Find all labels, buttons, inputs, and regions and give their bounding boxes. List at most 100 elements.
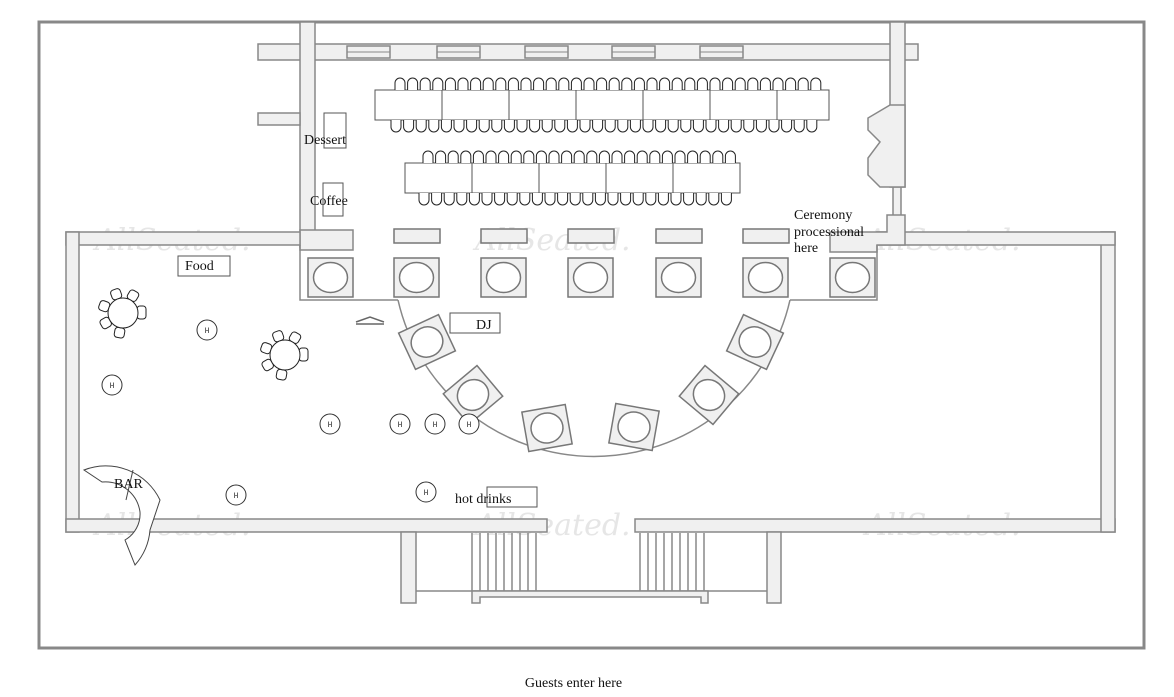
chair bbox=[730, 120, 742, 133]
banquet-table bbox=[709, 89, 778, 121]
chair bbox=[629, 120, 641, 133]
chair bbox=[569, 193, 581, 206]
chair bbox=[415, 120, 427, 133]
chair bbox=[481, 193, 493, 206]
bar-counter bbox=[82, 465, 161, 566]
banquet-table bbox=[538, 162, 607, 194]
chair bbox=[470, 77, 482, 90]
chair bbox=[594, 193, 606, 206]
chair bbox=[468, 193, 480, 206]
chair bbox=[531, 193, 543, 206]
head-table bbox=[567, 228, 615, 244]
chair bbox=[557, 193, 569, 206]
chair bbox=[645, 193, 657, 206]
chair bbox=[743, 120, 755, 133]
chair bbox=[440, 120, 452, 133]
caret-marker bbox=[355, 316, 385, 325]
round-table bbox=[617, 411, 651, 443]
chair bbox=[418, 193, 430, 206]
chair bbox=[498, 150, 510, 163]
banquet-table bbox=[471, 162, 540, 194]
chair bbox=[519, 193, 531, 206]
banquet-table bbox=[642, 89, 711, 121]
round-table bbox=[485, 261, 522, 294]
highboy-table bbox=[101, 374, 123, 396]
chair bbox=[545, 77, 557, 90]
chair bbox=[692, 120, 704, 133]
head-table bbox=[480, 228, 528, 244]
food-label: Food bbox=[185, 259, 214, 274]
head-table bbox=[393, 228, 441, 244]
banquet-table bbox=[776, 89, 830, 121]
round-table bbox=[572, 261, 609, 294]
round-table bbox=[456, 378, 490, 412]
label-boxes bbox=[177, 112, 538, 508]
chair bbox=[598, 150, 610, 163]
chair bbox=[633, 77, 645, 90]
chair bbox=[466, 120, 478, 133]
chair bbox=[617, 120, 629, 133]
chair bbox=[670, 193, 682, 206]
dessert-label: Dessert bbox=[304, 133, 346, 148]
round-table bbox=[738, 326, 772, 358]
chair bbox=[428, 120, 440, 133]
chair bbox=[586, 150, 598, 163]
entrance-caption: Guests enter here bbox=[524, 676, 623, 691]
chair bbox=[734, 77, 746, 90]
round-table bbox=[410, 326, 444, 358]
highboy-marker: H bbox=[424, 489, 429, 498]
ceremony-label-2: processional bbox=[794, 225, 864, 240]
highboy-marker: H bbox=[234, 492, 239, 501]
round-table bbox=[398, 261, 435, 294]
chair bbox=[722, 77, 734, 90]
chair bbox=[667, 120, 679, 133]
windows bbox=[346, 45, 744, 59]
chair bbox=[659, 77, 671, 90]
chair bbox=[661, 150, 673, 163]
chair bbox=[624, 150, 636, 163]
chair bbox=[785, 77, 797, 90]
chair bbox=[708, 193, 720, 206]
chair bbox=[642, 120, 654, 133]
highboy-marker: H bbox=[467, 421, 472, 430]
highboy-table bbox=[389, 413, 411, 435]
chair bbox=[596, 77, 608, 90]
chair bbox=[444, 77, 456, 90]
chair bbox=[453, 120, 465, 133]
chair bbox=[529, 120, 541, 133]
chair bbox=[636, 150, 648, 163]
arc-table bbox=[520, 403, 574, 453]
highboy-marker: H bbox=[328, 421, 333, 430]
round-table bbox=[660, 261, 697, 294]
chair bbox=[573, 150, 585, 163]
walls bbox=[65, 21, 1116, 533]
chair bbox=[608, 77, 620, 90]
chair bbox=[419, 77, 431, 90]
chair bbox=[793, 120, 805, 133]
chair bbox=[621, 77, 633, 90]
chair bbox=[583, 77, 595, 90]
highboy-table bbox=[415, 481, 437, 503]
highboy-table bbox=[319, 413, 341, 435]
chair bbox=[684, 77, 696, 90]
chair bbox=[422, 150, 434, 163]
round-table bbox=[747, 261, 784, 294]
chair bbox=[695, 193, 707, 206]
chair bbox=[443, 193, 455, 206]
round-tables bbox=[307, 228, 876, 453]
arc-table bbox=[725, 313, 785, 371]
banquet-table bbox=[672, 162, 741, 194]
chair bbox=[582, 193, 594, 206]
chair bbox=[611, 150, 623, 163]
chair bbox=[561, 150, 573, 163]
arc-table bbox=[397, 313, 457, 371]
highboy-marker: H bbox=[110, 382, 115, 391]
highboy-table bbox=[458, 413, 480, 435]
chair bbox=[579, 120, 591, 133]
chair bbox=[113, 326, 126, 339]
chair bbox=[523, 150, 535, 163]
chair bbox=[632, 193, 644, 206]
chair bbox=[394, 77, 406, 90]
chair bbox=[797, 77, 809, 90]
